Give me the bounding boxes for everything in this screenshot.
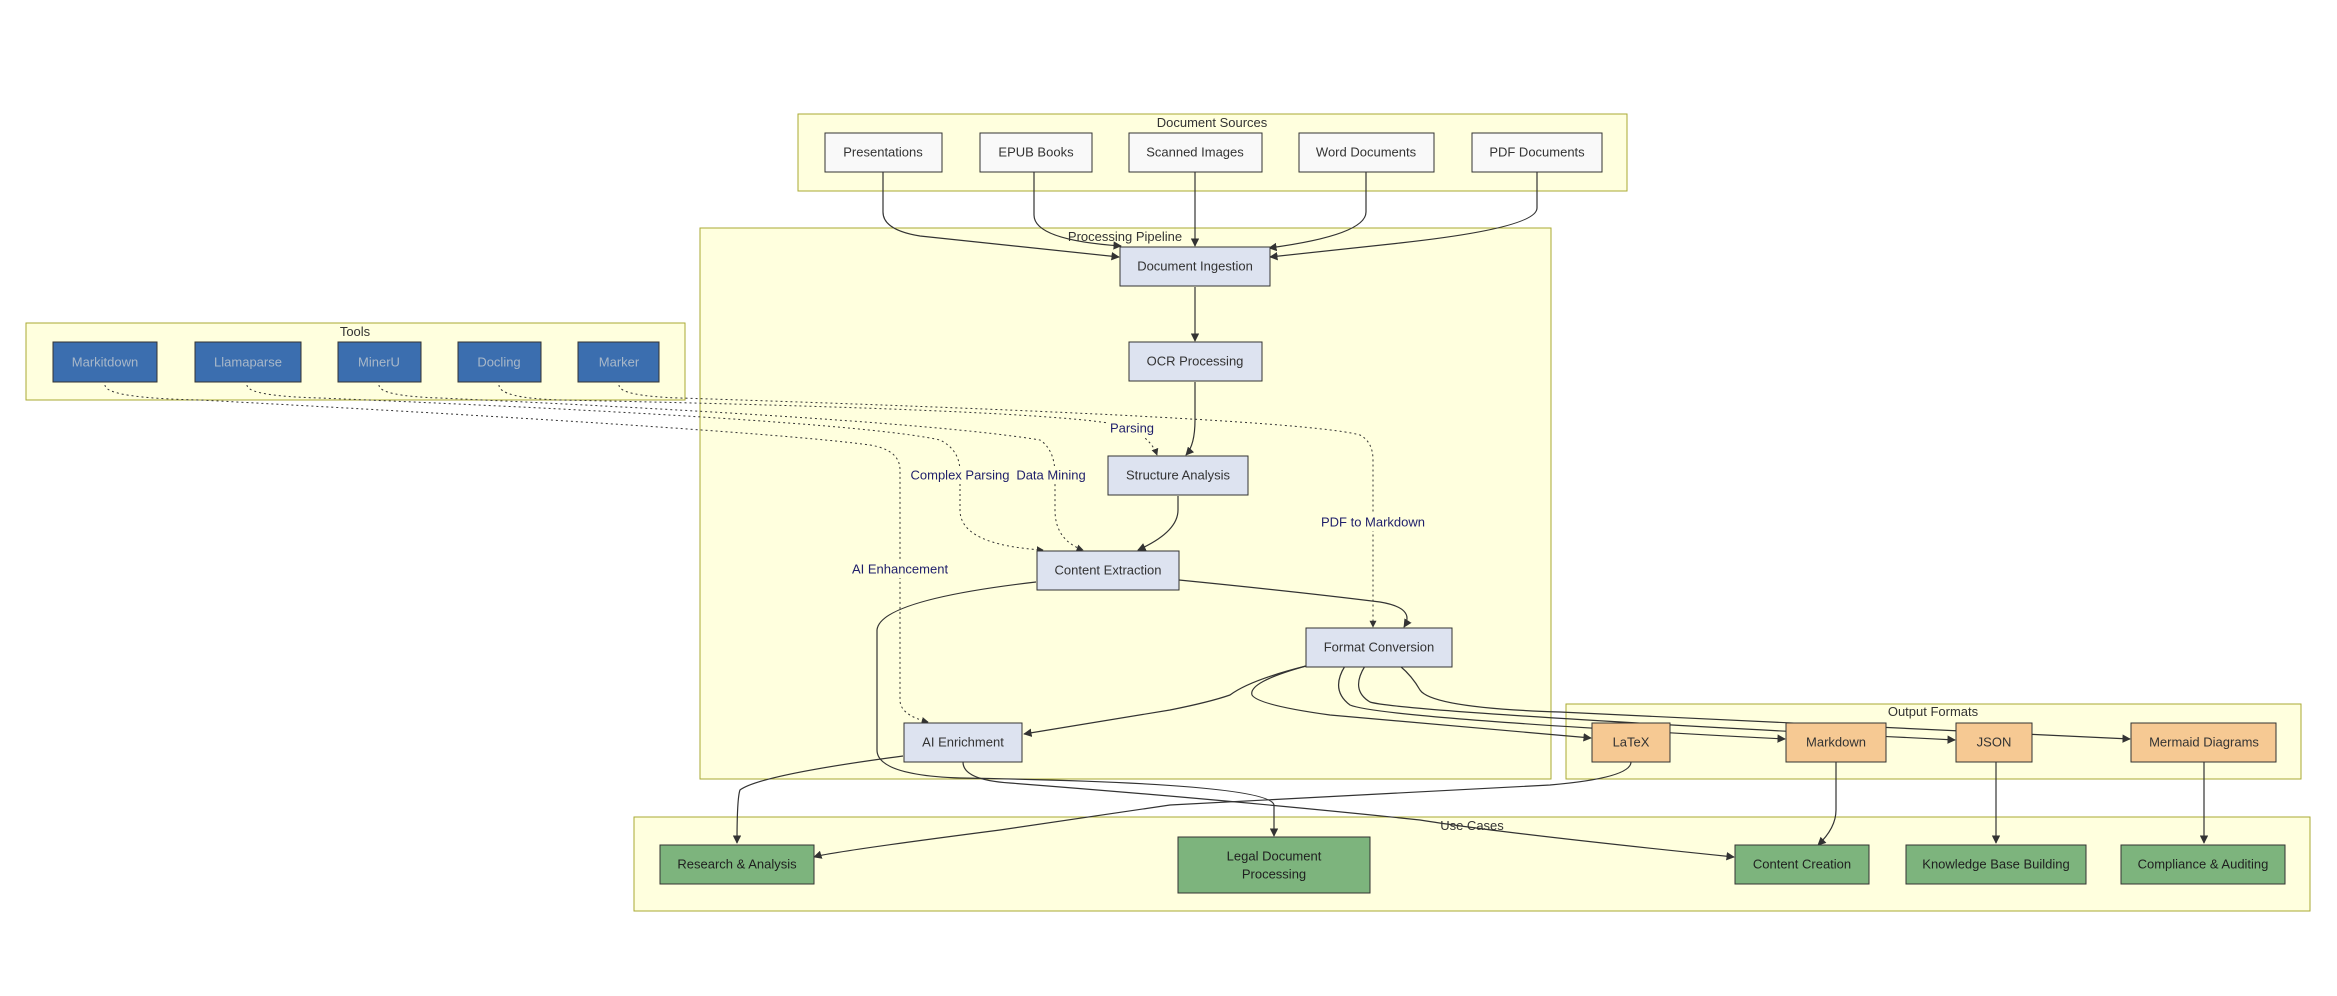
- node-label-llamaparse: Llamaparse: [214, 355, 282, 370]
- node-pdf-documents[interactable]: PDF Documents: [1471, 132, 1603, 173]
- edge-markdown-content-creation: [1817, 762, 1837, 846]
- edge-epub-ingestion: [1033, 172, 1122, 250]
- node-markitdown[interactable]: Markitdown: [52, 341, 158, 383]
- node-label-marker: Marker: [599, 355, 640, 370]
- node-structure-analysis[interactable]: Structure Analysis: [1107, 455, 1249, 496]
- edge-structure-extraction: [1137, 496, 1179, 551]
- pipeline-nodes: Document Ingestion OCR Processing Struct…: [903, 246, 1453, 763]
- cluster-label-processing-pipeline: Processing Pipeline: [1068, 229, 1182, 244]
- edge-label-parsing: Parsing: [1110, 421, 1154, 436]
- node-label-json: JSON: [1977, 735, 2012, 750]
- cluster-label-document-sources: Document Sources: [1157, 115, 1268, 130]
- node-label-word-documents: Word Documents: [1316, 145, 1417, 160]
- edge-pdf-ingestion: [1269, 172, 1538, 261]
- node-label-legal-line2: Processing: [1242, 867, 1306, 882]
- node-presentations[interactable]: Presentations: [824, 132, 943, 173]
- edge-markitdown-enrichment: [104, 384, 929, 724]
- output-nodes: LaTeX Markdown JSON Mermaid Diagrams: [1591, 722, 2277, 763]
- edge-conversion-mermaid: [1399, 665, 2131, 743]
- edge-extraction-conversion: [1178, 579, 1412, 628]
- edge-enrichment-content-creation: [962, 761, 1735, 861]
- node-knowledge-base-building[interactable]: Knowledge Base Building: [1905, 844, 2087, 885]
- tool-edges: [104, 384, 1377, 724]
- edge-mineru-extraction: [378, 384, 1084, 552]
- node-label-document-ingestion: Document Ingestion: [1137, 259, 1253, 274]
- node-label-mineru: MinerU: [358, 355, 400, 370]
- cluster-label-output-formats: Output Formats: [1888, 704, 1979, 719]
- edge-label-complex-parsing: Complex Parsing: [911, 468, 1010, 483]
- edge-ocr-structure: [1185, 382, 1196, 456]
- node-label-markitdown: Markitdown: [72, 355, 138, 370]
- edge-label-data-mining: Data Mining: [1016, 468, 1085, 483]
- node-label-content-extraction: Content Extraction: [1055, 563, 1162, 578]
- edge-extraction-legal: [876, 581, 1279, 837]
- edge-marker-conversion: [618, 384, 1377, 628]
- node-compliance-auditing[interactable]: Compliance & Auditing: [2120, 844, 2286, 885]
- node-label-presentations: Presentations: [843, 145, 923, 160]
- edge-latex-research: [813, 761, 1632, 859]
- node-mineru[interactable]: MinerU: [337, 341, 422, 383]
- node-scanned-images[interactable]: Scanned Images: [1128, 132, 1263, 173]
- edge-conversion-enrichment: [1023, 665, 1307, 737]
- node-format-conversion[interactable]: Format Conversion: [1305, 627, 1453, 668]
- node-json[interactable]: JSON: [1955, 722, 2033, 763]
- node-latex[interactable]: LaTeX: [1591, 722, 1671, 763]
- node-content-creation[interactable]: Content Creation: [1734, 844, 1870, 885]
- node-mermaid-diagrams[interactable]: Mermaid Diagrams: [2130, 722, 2277, 763]
- edge-conversion-latex: [1251, 665, 1592, 742]
- node-label-latex: LaTeX: [1613, 735, 1650, 750]
- node-epub-books[interactable]: EPUB Books: [979, 132, 1093, 173]
- edges: [732, 172, 2209, 861]
- node-content-extraction[interactable]: Content Extraction: [1036, 550, 1180, 591]
- node-document-ingestion[interactable]: Document Ingestion: [1119, 246, 1271, 287]
- node-label-scanned-images: Scanned Images: [1146, 145, 1244, 160]
- node-llamaparse[interactable]: Llamaparse: [194, 341, 302, 383]
- node-marker[interactable]: Marker: [577, 341, 660, 383]
- edge-enrichment-research: [732, 755, 904, 844]
- node-label-knowledge-base-building: Knowledge Base Building: [1922, 857, 2069, 872]
- cluster-label-tools: Tools: [340, 324, 371, 339]
- node-label-compliance-auditing: Compliance & Auditing: [2138, 857, 2269, 872]
- node-label-mermaid-diagrams: Mermaid Diagrams: [2149, 735, 2259, 750]
- node-label-format-conversion: Format Conversion: [1324, 640, 1435, 655]
- edge-label-pdf-to-markdown: PDF to Markdown: [1321, 515, 1425, 530]
- source-nodes: Presentations EPUB Books Scanned Images …: [824, 132, 1603, 173]
- node-label-legal-line1: Legal Document: [1227, 849, 1322, 864]
- node-label-markdown: Markdown: [1806, 735, 1866, 750]
- node-label-ocr-processing: OCR Processing: [1147, 354, 1244, 369]
- tool-nodes: Markitdown Llamaparse MinerU Docling Mar…: [52, 341, 660, 383]
- edge-llamaparse-extraction: [246, 384, 1044, 554]
- edge-word-ingestion: [1268, 172, 1367, 252]
- node-legal-document-processing[interactable]: Legal Document Processing: [1177, 836, 1371, 894]
- cluster-use-cases: Use Cases: [633, 816, 2311, 912]
- node-ocr-processing[interactable]: OCR Processing: [1128, 341, 1263, 382]
- edge-conversion-json: [1358, 665, 1956, 744]
- node-label-docling: Docling: [477, 355, 520, 370]
- node-label-research-analysis: Research & Analysis: [677, 857, 797, 872]
- node-label-pdf-documents: PDF Documents: [1489, 145, 1585, 160]
- node-label-epub-books: EPUB Books: [998, 145, 1074, 160]
- edge-presentations-ingestion: [882, 172, 1120, 261]
- node-research-analysis[interactable]: Research & Analysis: [659, 844, 815, 885]
- node-ai-enrichment[interactable]: AI Enrichment: [903, 722, 1023, 763]
- usecase-nodes: Research & Analysis Legal Document Proce…: [659, 836, 2286, 894]
- edge-labels: Parsing Complex Parsing Data Mining PDF …: [852, 419, 1425, 578]
- node-markdown[interactable]: Markdown: [1785, 722, 1887, 763]
- cluster-processing-pipeline: Processing Pipeline: [699, 227, 1552, 780]
- node-docling[interactable]: Docling: [457, 341, 542, 383]
- node-word-documents[interactable]: Word Documents: [1298, 132, 1435, 173]
- edge-label-ai-enhancement: AI Enhancement: [852, 562, 949, 577]
- node-label-content-creation: Content Creation: [1753, 857, 1851, 872]
- node-label-ai-enrichment: AI Enrichment: [922, 735, 1004, 750]
- node-label-structure-analysis: Structure Analysis: [1126, 468, 1231, 483]
